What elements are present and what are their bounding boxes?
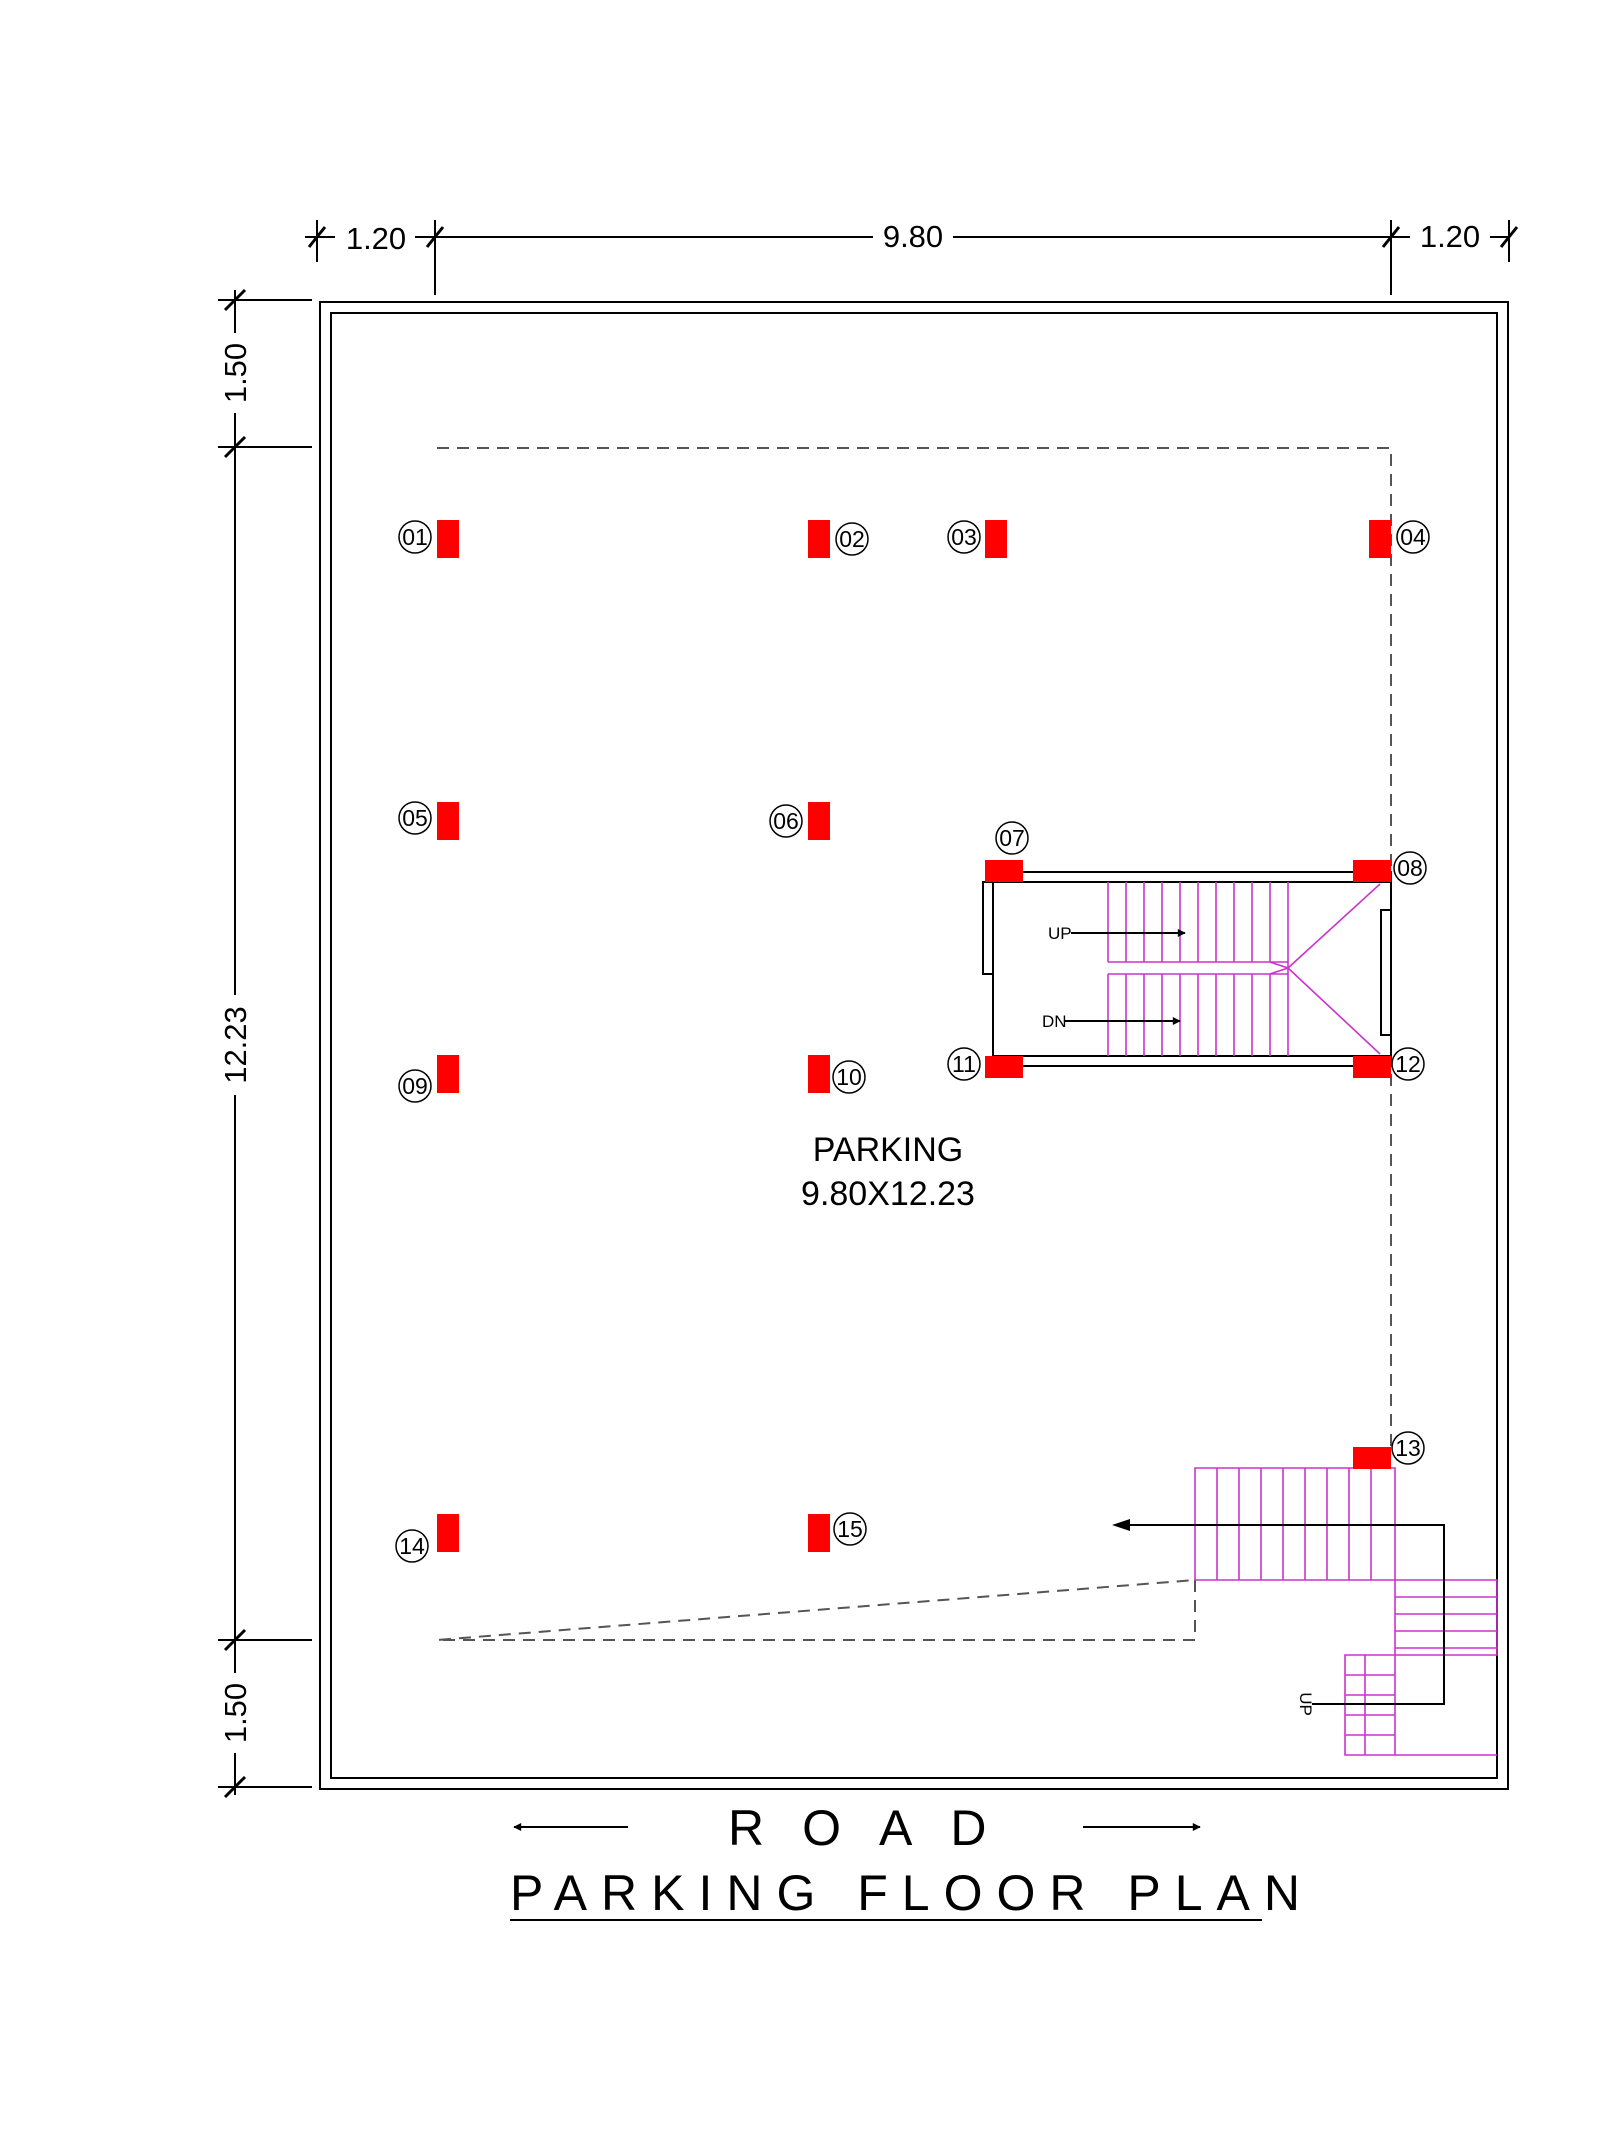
column-04 bbox=[1369, 520, 1391, 558]
svg-text:04: 04 bbox=[1400, 524, 1426, 550]
svg-text:06: 06 bbox=[773, 808, 799, 834]
dim-top-middle: 9.80 bbox=[883, 219, 943, 254]
top-dimension-line: 1.20 9.80 1.20 bbox=[305, 218, 1519, 295]
svg-text:05: 05 bbox=[402, 805, 428, 831]
column-tags: 01 02 03 04 05 06 07 08 09 10 11 12 13 1… bbox=[395, 520, 1430, 1563]
column-tag-10: 10 bbox=[832, 1060, 866, 1094]
dim-left-top: 1.50 bbox=[218, 343, 253, 403]
column-05 bbox=[437, 802, 459, 840]
column-tag-12: 12 bbox=[1391, 1047, 1425, 1081]
svg-text:15: 15 bbox=[837, 1516, 863, 1542]
column-tag-01: 01 bbox=[398, 520, 432, 554]
dim-left-bottom: 1.50 bbox=[218, 1683, 253, 1743]
column-tag-08: 08 bbox=[1393, 851, 1427, 885]
column-tag-14: 14 bbox=[395, 1529, 429, 1563]
column-07 bbox=[985, 860, 1023, 882]
dim-left-middle: 12.23 bbox=[218, 1006, 253, 1084]
svg-text:11: 11 bbox=[952, 1051, 976, 1077]
svg-text:12: 12 bbox=[1395, 1051, 1421, 1077]
column-02 bbox=[808, 520, 830, 558]
column-tag-02: 02 bbox=[835, 522, 869, 556]
column-12 bbox=[1353, 1056, 1391, 1078]
drawing-title: PARKING FLOOR PLAN bbox=[510, 1865, 1314, 1921]
column-14 bbox=[437, 1514, 459, 1552]
dim-top-left: 1.20 bbox=[346, 221, 406, 256]
column-tag-09: 09 bbox=[398, 1069, 432, 1103]
svg-text:08: 08 bbox=[1397, 855, 1423, 881]
svg-text:01: 01 bbox=[402, 524, 428, 550]
svg-text:10: 10 bbox=[836, 1064, 862, 1090]
road-label: ROAD bbox=[728, 1800, 1024, 1856]
plot-boundary bbox=[319, 301, 1509, 1790]
stair-down-label: DN bbox=[1042, 1012, 1067, 1031]
external-stair-up-label: UP bbox=[1296, 1692, 1315, 1716]
room-name: PARKING bbox=[813, 1131, 964, 1169]
column-06 bbox=[808, 802, 830, 840]
svg-text:13: 13 bbox=[1395, 1435, 1421, 1461]
room-size: 9.80X12.23 bbox=[801, 1175, 975, 1213]
column-tag-06: 06 bbox=[769, 804, 803, 838]
dim-top-right: 1.20 bbox=[1420, 219, 1480, 254]
parking-area-outline bbox=[436, 447, 1392, 1641]
svg-text:14: 14 bbox=[399, 1533, 425, 1559]
left-dimension-line: 1.50 12.23 1.50 bbox=[216, 288, 312, 1799]
svg-text:07: 07 bbox=[999, 825, 1025, 851]
column-tag-03: 03 bbox=[947, 520, 981, 554]
internal-staircase: UP DN bbox=[982, 871, 1392, 1067]
column-tag-04: 04 bbox=[1396, 520, 1430, 554]
svg-text:03: 03 bbox=[951, 524, 977, 550]
column-09 bbox=[437, 1055, 459, 1093]
svg-text:02: 02 bbox=[839, 526, 865, 552]
column-11 bbox=[985, 1056, 1023, 1078]
column-tag-15: 15 bbox=[833, 1512, 867, 1546]
external-staircase: UP bbox=[1112, 1467, 1498, 1756]
column-08 bbox=[1353, 860, 1391, 882]
column-15 bbox=[808, 1514, 830, 1552]
column-01 bbox=[437, 520, 459, 558]
column-13 bbox=[1353, 1447, 1391, 1469]
svg-text:09: 09 bbox=[402, 1073, 428, 1099]
column-tag-13: 13 bbox=[1391, 1431, 1425, 1465]
column-tag-05: 05 bbox=[398, 801, 432, 835]
column-10 bbox=[808, 1055, 830, 1093]
road-indicator: ROAD bbox=[513, 1800, 1201, 1856]
columns bbox=[437, 520, 1391, 1552]
stair-up-label: UP bbox=[1048, 924, 1072, 943]
column-tag-07: 07 bbox=[995, 821, 1029, 855]
column-tag-11: 11 bbox=[947, 1047, 981, 1081]
column-03 bbox=[985, 520, 1007, 558]
